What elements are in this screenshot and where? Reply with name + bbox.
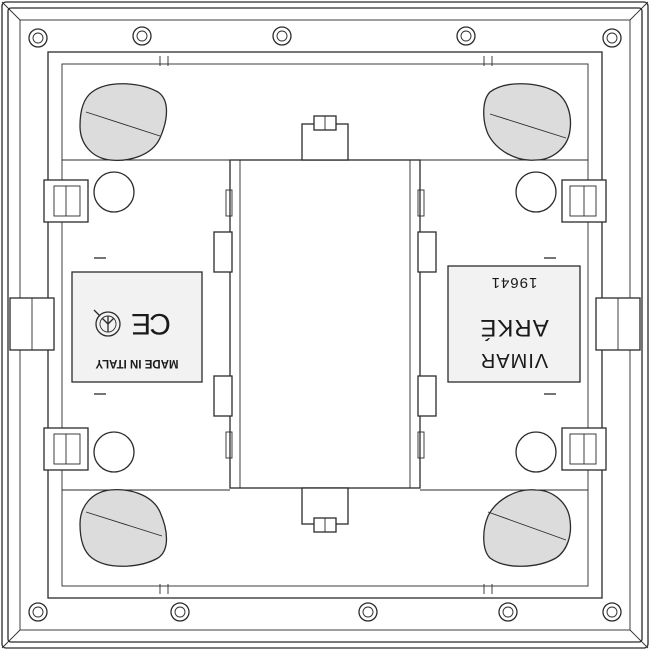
claw-wing-top-right [483, 83, 572, 161]
claw-wing-bottom-left [79, 488, 168, 567]
screw-hole [28, 28, 48, 48]
screw-hole [498, 602, 518, 622]
side-tab-right [595, 297, 641, 351]
screw-hole [602, 602, 622, 622]
fixing-clip-bottom-right [561, 427, 607, 471]
screw-hole [358, 602, 378, 622]
screw-hole [132, 26, 152, 46]
screw-holes-top [28, 26, 622, 48]
screw-hole [602, 28, 622, 48]
made-in-italy-text: MADE IN ITALY [95, 357, 178, 369]
terminal-top [301, 115, 349, 161]
screw-hole [170, 602, 190, 622]
imq-mark-icon [93, 309, 121, 337]
mechanism-body [213, 159, 437, 489]
claw-wing-top-left [79, 83, 168, 162]
series-name: ARKÉ [479, 314, 548, 341]
terminal-bottom [301, 487, 349, 533]
slot-marks [94, 257, 556, 395]
clip-circles [93, 171, 557, 473]
claw-wing-bottom-right [483, 489, 572, 567]
screw-hole [456, 26, 476, 46]
fixing-clip-bottom-left [43, 427, 89, 471]
ce-mark: CE [132, 307, 171, 340]
product-code: 19641 [491, 274, 538, 291]
side-tab-left [9, 297, 55, 351]
brand-name: VIMAR [480, 349, 548, 371]
fixing-clip-top-left [43, 179, 89, 223]
screw-hole [272, 26, 292, 46]
label-left: MADE IN ITALY CE [71, 271, 203, 383]
label-right: VIMAR ARKÉ 19641 [447, 265, 581, 383]
fixing-clip-top-right [561, 179, 607, 223]
screw-holes-bottom [28, 602, 622, 622]
screw-hole [28, 602, 48, 622]
